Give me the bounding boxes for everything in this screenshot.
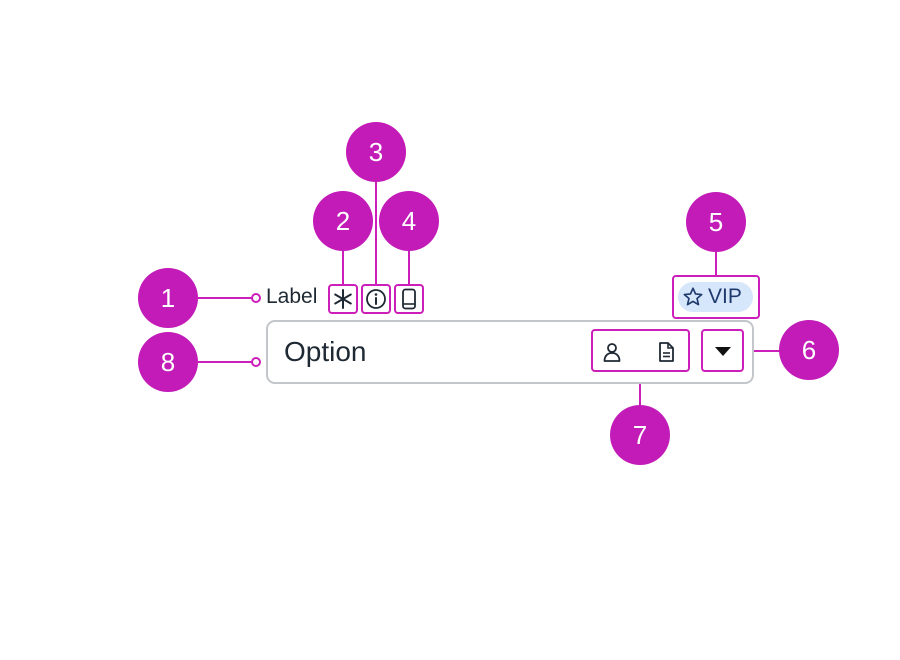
callout-5: 5 [686, 192, 746, 252]
callout-4: 4 [379, 191, 439, 251]
info-button[interactable] [361, 284, 391, 314]
required-indicator [328, 284, 358, 314]
connector-1-anchor [251, 293, 261, 303]
person-icon[interactable] [601, 341, 623, 363]
vip-badge-label: VIP [708, 285, 742, 308]
callout-1: 1 [138, 268, 198, 328]
callout-2: 2 [313, 191, 373, 251]
connector-8-anchor [251, 357, 261, 367]
action-icons-group [591, 329, 690, 372]
callout-3: 3 [346, 122, 406, 182]
mobile-phone-icon [402, 288, 416, 310]
dropdown-toggle-button[interactable] [701, 329, 744, 372]
selected-value: Option [284, 336, 367, 367]
callout-8: 8 [138, 332, 198, 392]
caret-down-icon [714, 346, 731, 356]
document-icon[interactable] [655, 341, 677, 363]
vip-badge: VIP [678, 282, 753, 312]
callout-7: 7 [610, 405, 670, 465]
callout-6: 6 [779, 320, 839, 380]
device-indicator [394, 284, 424, 314]
field-label: Label [266, 285, 318, 308]
star-icon [683, 287, 703, 306]
asterisk-icon [334, 289, 352, 309]
info-icon [366, 289, 386, 309]
